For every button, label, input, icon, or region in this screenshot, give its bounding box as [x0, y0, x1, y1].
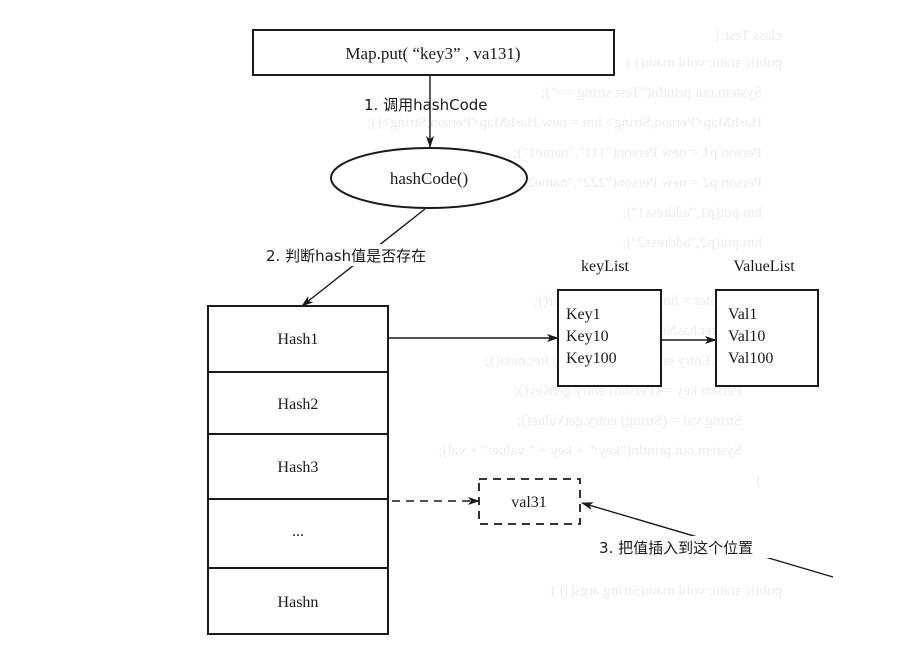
svg-text:Person p2 = new Person("222",": Person p2 = new Person("222","name2");: [512, 175, 762, 191]
svg-text:public static void main() {: public static void main() {: [624, 55, 782, 71]
keylist-item: Key1: [566, 306, 601, 323]
hash-table-frame: [207, 305, 389, 635]
keylist-box: [557, 289, 662, 387]
keylist-item: Key100: [566, 350, 617, 367]
hashcode-ellipse: [330, 147, 528, 209]
step1-label: 1. 调用hashCode: [364, 96, 488, 114]
map-put-box: [252, 29, 615, 76]
valuelist-item: Val10: [728, 328, 765, 345]
step2-label: 2. 判断hash值是否存在: [266, 247, 426, 265]
svg-text:}: }: [755, 473, 762, 489]
step2-label-bg: [262, 244, 472, 266]
svg-text:hm.put(p1,"address1");: hm.put(p1,"address1");: [622, 205, 762, 221]
hash-table: Hash1 Hash2 Hash3 ... Hashn: [207, 305, 389, 635]
step3-label-bg: [596, 536, 802, 558]
val31-box: [478, 478, 581, 525]
map-put-label: Map.put( “key3” , va131): [345, 44, 520, 63]
val31-label: val31: [511, 494, 547, 511]
valuelist-title: ValueList: [733, 258, 795, 275]
svg-text:public static void main(String: public static void main(String args[]) {: [549, 583, 782, 599]
keylist-item: Key10: [566, 328, 609, 345]
svg-text:System.out.println("Test strin: System.out.println("Test string ==");: [541, 85, 762, 101]
hash-row-n: Hashn: [278, 594, 319, 611]
step3-label: 3. 把值插入到这个位置: [599, 539, 753, 557]
hash-row-1: Hash1: [278, 331, 319, 348]
hash-row-2: Hash2: [278, 396, 319, 413]
hash-row-3: Hash3: [278, 459, 319, 476]
keylist-title: keyList: [581, 258, 630, 275]
svg-text:System.out.println("key:" + ke: System.out.println("key:" + key + " valu…: [438, 443, 742, 459]
valuelist-item: Val100: [728, 350, 773, 367]
valuelist-box: [715, 289, 819, 387]
svg-text:HashMap<Person,String> hm = ne: HashMap<Person,String> hm = new HashMap<…: [367, 115, 762, 131]
valuelist-item: Val1: [728, 306, 757, 323]
svg-text:hm.put(p2,"address2");: hm.put(p2,"address2");: [622, 235, 762, 251]
hashcode-label: hashCode(): [390, 169, 468, 188]
svg-text:Person p1 = new Person("111",": Person p1 = new Person("111","name1");: [513, 145, 762, 161]
hash-row-ellipsis: ...: [292, 523, 304, 540]
svg-text:String val = (String) entry.ge: String val = (String) entry.getValue();: [517, 413, 742, 429]
svg-text:class Test {: class Test {: [714, 28, 782, 44]
